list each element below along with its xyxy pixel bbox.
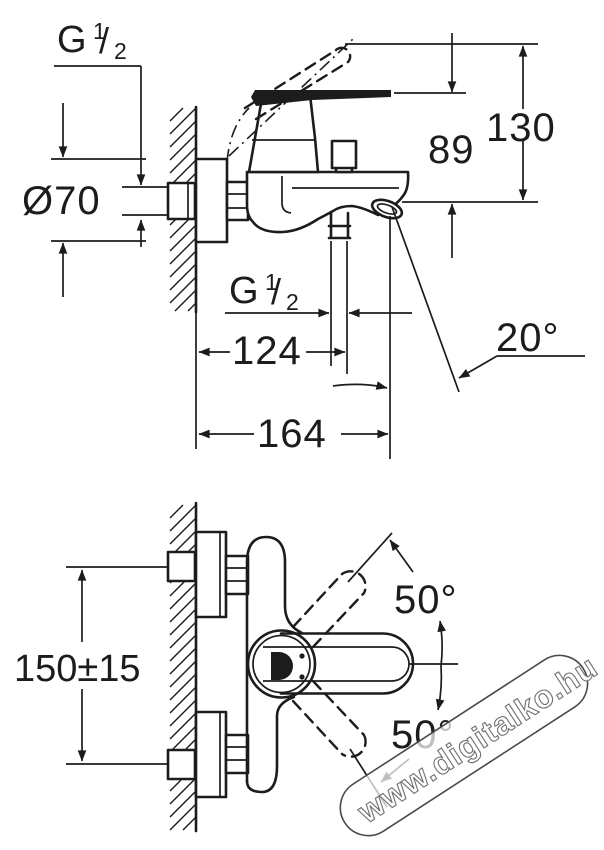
wall-hatch-side — [169, 107, 197, 312]
angle50up-slant — [347, 532, 393, 583]
lever-handle-side — [251, 90, 391, 106]
lever-raised-axis — [228, 38, 354, 157]
hatch-stroke — [169, 660, 197, 688]
lever-raised-outline — [243, 46, 352, 121]
dim150-label: 150±15 — [14, 648, 141, 690]
hatch-stroke — [169, 107, 184, 122]
faucet-body-front-upper — [245, 535, 304, 783]
hub-logo-mark — [271, 652, 293, 680]
angle20-label: 20° — [496, 316, 560, 360]
hatch-stroke — [169, 133, 197, 161]
hatch-stroke — [169, 777, 197, 805]
hatch-stroke — [182, 816, 197, 831]
hatch-stroke — [169, 263, 197, 291]
hatch-stroke — [169, 712, 197, 740]
hatch-stroke — [169, 120, 197, 148]
diverter-knob — [330, 139, 358, 174]
dim130-label: 130 — [486, 106, 556, 150]
hatch-stroke — [169, 582, 197, 610]
hatch-stroke — [169, 276, 197, 304]
hatch-stroke — [169, 608, 197, 636]
faucet-body-side — [245, 170, 410, 234]
hatch-stroke — [174, 289, 197, 312]
hex-nut-side — [225, 180, 250, 222]
hatch-stroke — [169, 159, 197, 187]
hex-nut-bottom — [224, 733, 250, 775]
hatch-stroke — [169, 107, 197, 135]
angle20-leader-arrow — [458, 355, 498, 379]
hex-nut-bottom-facets — [226, 746, 248, 761]
hatch-stroke — [169, 621, 197, 649]
escutcheon-side — [194, 157, 229, 244]
angle50up-leader — [389, 539, 414, 573]
hatch-stroke — [169, 504, 197, 532]
hatch-stroke — [169, 504, 184, 519]
hatch-stroke — [169, 250, 197, 278]
hatch-stroke — [169, 634, 197, 662]
cartridge-body — [247, 93, 320, 174]
dim124-label: 124 — [232, 329, 302, 373]
hex-nut-top-facets — [226, 567, 248, 582]
hatch-stroke — [169, 146, 197, 174]
hub-dot-top — [299, 653, 305, 659]
lever-down-outline — [291, 679, 367, 758]
faucet-body-front-lower — [245, 695, 296, 794]
watermark-capsule — [339, 654, 589, 837]
body-inner-curve — [281, 176, 292, 214]
angle20-slant-line — [391, 206, 460, 393]
hatch-stroke — [169, 595, 197, 623]
angle-arc-upper — [437, 620, 446, 667]
escutcheon-top — [194, 530, 228, 619]
escutcheon-bottom — [194, 710, 228, 799]
hatch-stroke — [169, 699, 197, 727]
hex-nut-top — [224, 554, 250, 596]
dim89-label: 89 — [428, 128, 475, 172]
lever-up-outline — [291, 570, 367, 649]
supply-pipe — [122, 186, 168, 216]
hatch-stroke — [187, 302, 197, 312]
hatch-stroke — [169, 686, 197, 714]
front-view: 150±15 50° 50° — [14, 501, 458, 833]
hatch-stroke — [169, 224, 197, 252]
hose-outlet — [327, 211, 352, 240]
wall-thread-label: G 1 / 2 — [57, 18, 127, 64]
angle-arc-lower — [435, 665, 445, 711]
hatch-stroke — [169, 790, 197, 818]
dim164-label: 164 — [257, 412, 327, 456]
hatch-stroke — [169, 517, 197, 545]
watermark-text: www.digitalko.hu — [350, 648, 604, 830]
hatch-stroke — [169, 725, 197, 753]
lever-swing-arc-side — [226, 107, 250, 163]
hex-nut-facets-side — [227, 193, 248, 209]
supply-union-square — [166, 181, 197, 221]
angle20-mini-leader — [332, 381, 388, 390]
hatch-stroke — [169, 237, 197, 265]
union-square-bottom — [166, 748, 197, 781]
union-square-top — [166, 550, 197, 583]
hatch-stroke — [169, 803, 197, 831]
hose-thread-label: G 1 / 2 — [229, 269, 299, 315]
angle50up-label: 50° — [394, 578, 458, 622]
hatch-stroke — [169, 673, 197, 701]
hub-dot-bottom — [299, 674, 305, 680]
hatch-stroke — [169, 647, 197, 675]
watermark: www.digitalko.hu — [339, 648, 604, 837]
dia70-label: Ø70 — [22, 179, 101, 223]
side-view: G 1 / 2 Ø70 89 130 G 1 / 2 — [22, 18, 585, 459]
